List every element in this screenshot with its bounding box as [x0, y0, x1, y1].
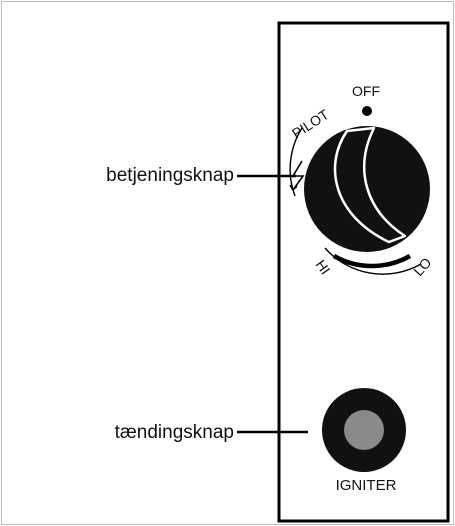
- igniter-label: IGNITER: [336, 477, 397, 494]
- spark-icon: [289, 160, 305, 192]
- control-knob-grip: [333, 126, 407, 244]
- igniter-button[interactable]: [322, 388, 406, 472]
- igniter-center[interactable]: [344, 410, 384, 450]
- callout-igniter-label: tændingsknap: [115, 422, 234, 443]
- dial-label-off: OFF: [352, 83, 380, 99]
- hi-lo-range-arc: [332, 254, 412, 269]
- callout-control-knob-label: betjeningsknap: [106, 165, 234, 186]
- control-knob[interactable]: [304, 126, 430, 252]
- off-marker-dot: [362, 106, 372, 116]
